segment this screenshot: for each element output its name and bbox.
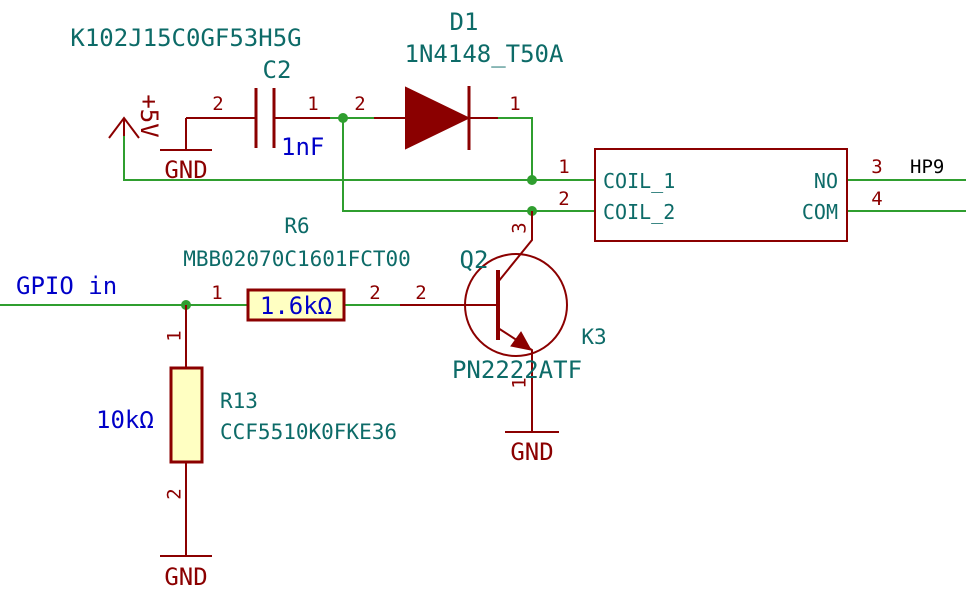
resistor-r13-part: CCF5510K0FKE36 xyxy=(220,420,397,444)
relay-pin-1: 1 xyxy=(558,156,569,178)
capacitor-c2[interactable] xyxy=(186,88,330,148)
resistor-r6-pin-2: 2 xyxy=(369,282,380,304)
resistor-r6-value: 1.6kΩ xyxy=(260,292,332,320)
transistor-pin-2: 2 xyxy=(415,282,426,304)
relay-pin-3: 3 xyxy=(871,156,882,178)
diode-d1[interactable] xyxy=(374,86,498,150)
resistor-r13-pin-1: 1 xyxy=(164,330,186,341)
diode-part: 1N4148_T50A xyxy=(405,40,564,68)
gnd-symbol-cap xyxy=(160,118,212,151)
resistor-r6-pin-1: 1 xyxy=(211,282,222,304)
transistor-pin-1: 1 xyxy=(509,377,531,388)
resistor-r13-ref: R13 xyxy=(220,389,258,413)
resistor-r13[interactable] xyxy=(169,305,204,556)
relay-pin-2: 2 xyxy=(558,188,569,210)
transistor-q2[interactable] xyxy=(400,211,568,432)
relay-com-label: COM xyxy=(802,200,838,224)
diode-pin-1: 1 xyxy=(509,93,520,115)
gnd-label-r13: GND xyxy=(164,563,207,591)
relay-no-label: NO xyxy=(814,169,838,193)
resistor-r13-pin-2: 2 xyxy=(164,488,186,499)
capacitor-part: K102J15C0GF53H5G xyxy=(70,24,301,52)
capacitor-pin-1: 1 xyxy=(307,93,318,115)
resistor-r6[interactable] xyxy=(186,288,346,322)
diode-pin-2: 2 xyxy=(354,93,365,115)
resistor-r13-value: 10kΩ xyxy=(96,406,154,434)
net-label-hp9: HP9 xyxy=(910,156,944,178)
junction-dot xyxy=(527,175,537,185)
capacitor-pin-2: 2 xyxy=(212,93,223,115)
gnd-label-cap: GND xyxy=(164,156,207,184)
diode-ref: D1 xyxy=(450,8,479,36)
capacitor-value: 1nF xyxy=(281,133,324,161)
wire-junction-to-coil2 xyxy=(342,118,595,212)
gpio-net-label: GPIO in xyxy=(16,272,117,300)
relay-ref: K3 xyxy=(581,325,606,349)
resistor-r6-part: MBB02070C1601FCT00 xyxy=(183,247,411,271)
wire-5v-to-coil1 xyxy=(123,136,595,181)
relay-coil1-label: COIL_1 xyxy=(603,169,675,193)
wires xyxy=(0,117,966,306)
transistor-part: PN2222ATF xyxy=(452,356,582,384)
transistor-ref: Q2 xyxy=(460,246,489,274)
gnd-label-transistor: GND xyxy=(510,438,553,466)
relay-coil2-label: COIL_2 xyxy=(603,200,675,224)
power-5v-label: +5V xyxy=(135,94,163,137)
relay-pin-4: 4 xyxy=(871,188,882,210)
wire-diode-cathode xyxy=(498,117,533,180)
junction-dot xyxy=(338,113,348,123)
transistor-pin-3: 3 xyxy=(509,222,531,233)
power-5v-symbol xyxy=(108,116,140,139)
capacitor-ref: C2 xyxy=(263,56,292,84)
transistor-emitter-arrow xyxy=(510,331,532,351)
resistor-r6-ref: R6 xyxy=(284,214,309,238)
relay-k3[interactable] xyxy=(594,148,848,242)
